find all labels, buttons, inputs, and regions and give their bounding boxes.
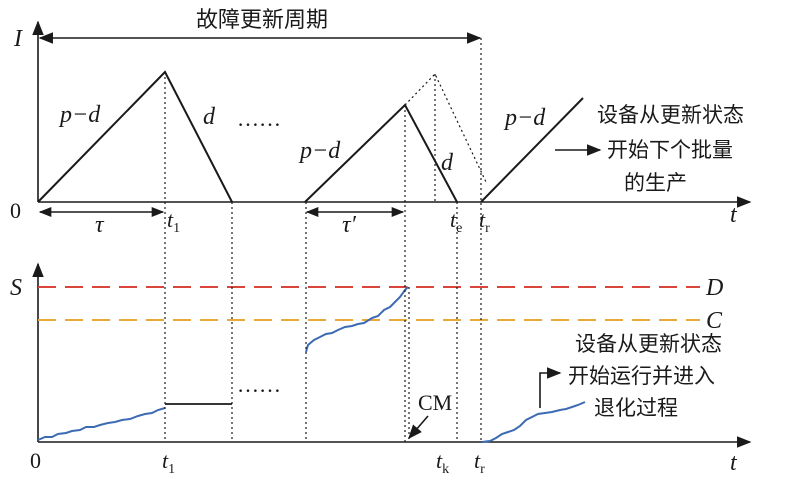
fall-label-2: d: [441, 150, 454, 176]
bottom-note-line-2: 开始运行并进入: [568, 364, 715, 388]
cycle-title: 故障更新周期: [196, 8, 328, 33]
degradation-path-new: [481, 401, 586, 443]
tau-label: τ: [95, 212, 105, 238]
fall-label-1: d: [203, 104, 216, 130]
top-origin-label: 0: [10, 198, 21, 223]
bottom-tr-label: tr: [474, 448, 485, 477]
top-ellipsis: ……: [237, 106, 281, 131]
top-note-line-3: 的生产: [624, 171, 687, 195]
inventory-restart: [480, 97, 584, 203]
threshold-label-C: C: [706, 308, 723, 334]
degradation-path-k: [305, 286, 409, 353]
cm-label: CM: [418, 390, 452, 415]
bottom-t1-label: t1: [162, 448, 175, 477]
bottom-tk-label: tk: [436, 448, 449, 477]
top-te-label: te: [450, 207, 462, 236]
tau-prime-label: τ′: [342, 212, 357, 238]
top-x-axis-label: t: [730, 202, 738, 228]
rise-label-1: p−d: [58, 102, 101, 128]
rise-label-3: p−d: [503, 105, 546, 131]
bottom-note-line-3: 退化过程: [594, 396, 678, 420]
bottom-x-axis-label: t: [730, 450, 738, 476]
bottom-note-line-1: 设备从更新状态: [575, 332, 722, 356]
cm-arrow: [408, 415, 429, 440]
bottom-note-arrow: [539, 367, 562, 408]
degradation-path-1: [37, 407, 166, 441]
bottom-origin-label: 0: [30, 448, 41, 473]
threshold-label-D: D: [705, 275, 723, 301]
top-tr-label: tr: [479, 207, 490, 236]
top-note-line-1: 设备从更新状态: [597, 103, 744, 127]
inventory-cycle-1: [37, 70, 233, 203]
top-y-axis-label: I: [13, 26, 23, 52]
bottom-ellipsis: ……: [237, 372, 281, 397]
rise-label-2: p−d: [298, 138, 341, 164]
top-note-line-2: 开始下个批量: [607, 138, 733, 162]
top-t1-label: t1: [167, 207, 180, 236]
bottom-y-axis-label: S: [10, 275, 22, 301]
